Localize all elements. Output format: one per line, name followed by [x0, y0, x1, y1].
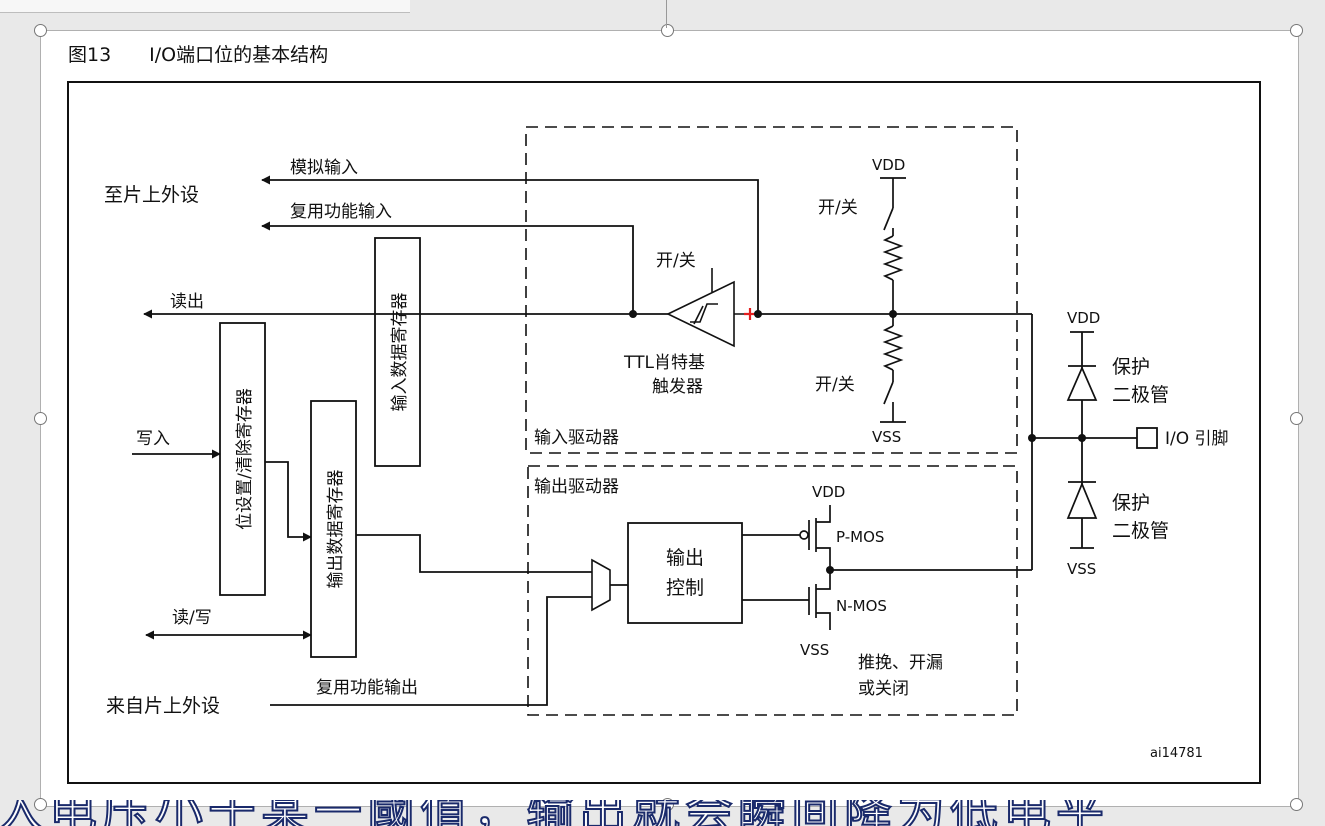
input-data-register — [374, 237, 421, 467]
label-mode-line2: 或关闭 — [858, 679, 909, 699]
label-from-peripheral: 来自片上外设 — [106, 695, 220, 717]
handle-bottom-left[interactable] — [34, 798, 47, 811]
label-input-driver: 输入驱动器 — [534, 428, 619, 448]
output-driver-box — [527, 465, 1018, 716]
label-to-peripheral: 至片上外设 — [104, 184, 199, 206]
output-control-block — [627, 522, 743, 624]
label-io-pin: I/O 引脚 — [1165, 429, 1229, 449]
label-nmos: N-MOS — [836, 597, 887, 615]
handle-middle-right[interactable] — [1290, 412, 1303, 425]
subtitle-caption: 入电压小于某一阈值，输出就会瞬间降为低电平 — [0, 800, 1325, 826]
input-data-register-label: 输入数据寄存器 — [390, 293, 410, 412]
io-pin — [1136, 427, 1158, 449]
handle-top-right[interactable] — [1290, 24, 1303, 37]
output-data-register — [310, 400, 357, 658]
label-output-driver: 输出驱动器 — [534, 477, 619, 497]
label-alt-func-output: 复用功能输出 — [316, 678, 418, 698]
input-driver-box — [525, 126, 1018, 454]
bit-set-reset-register — [219, 322, 266, 596]
label-pulldown-on-off: 开/关 — [815, 375, 855, 395]
handle-middle-left[interactable] — [34, 412, 47, 425]
label-diode1-line1: 保护 — [1112, 356, 1150, 378]
handle-bottom-middle[interactable] — [661, 798, 674, 811]
label-read-write: 读/写 — [172, 608, 212, 628]
label-pullup-vdd: VDD — [872, 156, 905, 174]
output-mosfets — [799, 505, 831, 630]
figure-id: ai14781 — [1150, 746, 1203, 761]
pull-resistors — [880, 177, 906, 423]
protection-diodes — [1066, 331, 1098, 549]
label-diode-vdd: VDD — [1067, 309, 1100, 327]
output-control-line1: 输出 — [666, 547, 704, 569]
label-pullup-on-off: 开/关 — [818, 198, 858, 218]
label-nmos-vss: VSS — [800, 641, 829, 659]
label-mode-line1: 推挽、开漏 — [858, 653, 943, 673]
label-diode1-line2: 二极管 — [1112, 384, 1169, 406]
handle-top-middle[interactable] — [661, 24, 674, 37]
handle-top-left[interactable] — [34, 24, 47, 37]
window-tab-strip — [0, 0, 410, 13]
label-pulldown-vss: VSS — [872, 428, 901, 446]
label-diode2-line1: 保护 — [1112, 492, 1150, 514]
label-pmos: P-MOS — [836, 528, 884, 546]
subtitle-caption-text: 入电压小于某一阈值，输出就会瞬间降为低电平 — [0, 800, 1109, 826]
label-diode2-line2: 二极管 — [1112, 520, 1169, 542]
signal-wires — [132, 175, 1137, 706]
label-read-out: 读出 — [170, 292, 204, 312]
figure-title: 图13 I/O端口位的基本结构 — [68, 44, 328, 66]
schmitt-trigger — [666, 268, 758, 348]
label-ttl-trigger-line1: TTL肖特基 — [623, 353, 705, 373]
output-control-line2: 控制 — [666, 577, 704, 599]
figure-frame — [67, 81, 1261, 784]
label-pmos-vdd: VDD — [812, 483, 845, 501]
output-mux — [591, 558, 611, 612]
junction-dots — [629, 310, 1086, 574]
label-trigger-on-off: 开/关 — [656, 251, 696, 271]
handle-bottom-right[interactable] — [1290, 798, 1303, 811]
label-ttl-trigger-line2: 触发器 — [652, 377, 703, 397]
label-alt-func-input: 复用功能输入 — [290, 202, 392, 222]
bit-set-reset-register-label: 位设置/清除寄存器 — [235, 388, 255, 530]
label-diode-vss: VSS — [1067, 560, 1096, 578]
output-data-register-label: 输出数据寄存器 — [326, 470, 346, 589]
rotate-handle-stem — [666, 0, 667, 28]
label-write-in: 写入 — [136, 429, 170, 449]
label-analog-input: 模拟输入 — [290, 158, 358, 178]
